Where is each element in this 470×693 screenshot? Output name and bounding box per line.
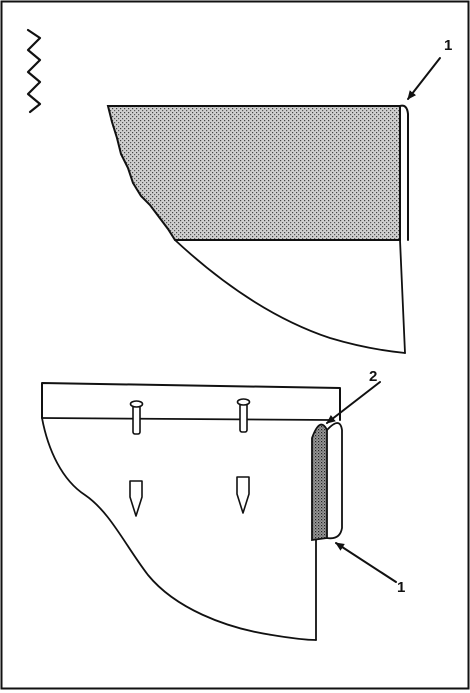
top-panel-right-line xyxy=(399,239,406,354)
zigzag-icon xyxy=(26,28,42,114)
nail-upper-right xyxy=(236,398,251,433)
callout-top-arrow xyxy=(407,57,441,100)
callout-top-label: 1 xyxy=(444,37,452,54)
callout-bottom-label: 1 xyxy=(397,579,405,596)
top-panel-face xyxy=(106,105,401,241)
callout-top-edge: 1 xyxy=(407,37,452,100)
bottom-panel xyxy=(41,382,343,641)
bottom-panel-edge xyxy=(326,422,343,540)
bottom-panel-face xyxy=(41,417,317,641)
callout-bottom-arrow xyxy=(335,542,397,583)
nail-lower-left xyxy=(129,480,143,517)
nail-upper-left xyxy=(129,400,144,435)
nail-lower-right xyxy=(236,476,250,514)
bottom-panel-coating xyxy=(311,423,328,542)
top-panel xyxy=(106,104,409,354)
callout-coating-arrow xyxy=(326,381,381,424)
callout-coating-label: 2 xyxy=(369,368,377,385)
bottom-panel-rail xyxy=(41,382,341,421)
callout-bottom-edge: 1 xyxy=(335,542,405,596)
callout-coating: 2 xyxy=(326,368,381,424)
top-panel-curve xyxy=(174,239,406,354)
top-panel-edge xyxy=(399,104,409,241)
bottom-panel-rail-edge xyxy=(41,417,331,421)
